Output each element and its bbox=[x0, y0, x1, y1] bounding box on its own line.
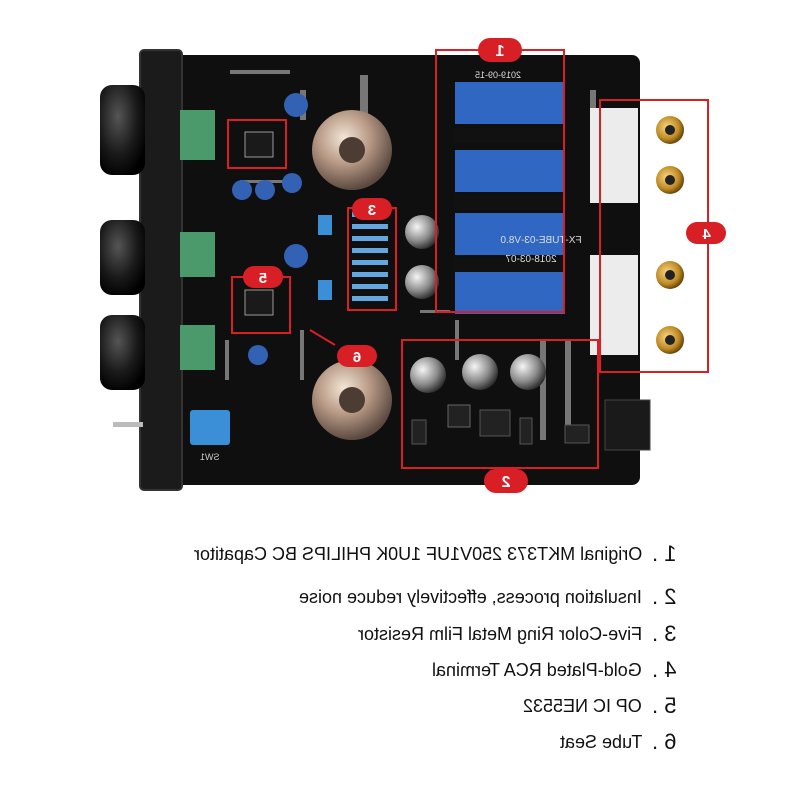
small-cap bbox=[255, 180, 275, 200]
callout-badge-4: 4 bbox=[686, 222, 726, 244]
legend-item-4: Gold-Plated RCA Terminal 4 . bbox=[432, 655, 700, 685]
psu-cap bbox=[462, 354, 498, 390]
film-capacitor bbox=[455, 82, 565, 314]
svg-text:6: 6 bbox=[353, 349, 361, 366]
svg-text:1: 1 bbox=[496, 43, 505, 60]
feature-legend: Original MKT373 250V1UF 1U0K PHILIPS BC … bbox=[0, 535, 800, 795]
callout-badge-5: 5 bbox=[243, 266, 283, 288]
legend-number: 1 . bbox=[652, 541, 677, 566]
op-ic-chip bbox=[244, 289, 274, 316]
legend-text: OP IC NE5532 bbox=[523, 695, 642, 716]
switch-label: SW1 bbox=[200, 452, 220, 462]
psu-cap bbox=[410, 357, 446, 393]
small-cap bbox=[232, 180, 252, 200]
inductor bbox=[447, 404, 471, 428]
smd-parts bbox=[411, 409, 590, 445]
small-cap bbox=[284, 244, 308, 268]
product-photo: SW1 bbox=[100, 38, 726, 493]
small-cap bbox=[284, 93, 308, 117]
legend-item-1: Original MKT373 250V1UF 1U0K PHILIPS BC … bbox=[194, 539, 700, 569]
legend-item-6: Tube Seat 6 . bbox=[560, 727, 700, 757]
svg-text:4: 4 bbox=[702, 226, 711, 243]
pot-2 bbox=[180, 232, 215, 277]
legend-text: Insulation process, effectively reduce n… bbox=[299, 586, 642, 607]
green-cap bbox=[405, 265, 439, 299]
callout-badge-3: 3 bbox=[352, 198, 392, 220]
legend-text: Five-Color Ring Metal Film Resistor bbox=[357, 623, 642, 644]
legend-text: Original MKT373 250V1UF 1U0K PHILIPS BC … bbox=[193, 543, 642, 564]
op-ic-chip bbox=[244, 131, 274, 158]
svg-text:5: 5 bbox=[259, 270, 267, 287]
dc-jack bbox=[604, 399, 651, 451]
legend-item-2: Insulation process, effectively reduce n… bbox=[299, 582, 700, 612]
pot-3 bbox=[180, 325, 215, 370]
bass-knob bbox=[100, 220, 145, 295]
small-blue-cap bbox=[318, 280, 332, 300]
treble-knob bbox=[100, 315, 145, 390]
legend-item-5: OP IC NE5532 5 . bbox=[523, 691, 700, 721]
legend-text: Gold-Plated RCA Terminal bbox=[432, 659, 642, 680]
vacuum-tube-1 bbox=[312, 110, 392, 190]
toggle-switch-lever bbox=[113, 422, 143, 427]
legend-number: 5 . bbox=[652, 693, 677, 718]
legend-text: Tube Seat bbox=[559, 731, 642, 752]
front-panel bbox=[139, 49, 183, 491]
callout-badge-6: 6 bbox=[337, 345, 377, 367]
svg-text:3: 3 bbox=[368, 202, 376, 219]
callout-badge-1: 1 bbox=[478, 38, 522, 62]
small-cap bbox=[282, 173, 302, 193]
volume-knob bbox=[100, 85, 145, 175]
green-cap bbox=[405, 215, 439, 249]
legend-number: 6 . bbox=[652, 729, 677, 754]
board-date-mid: 2018-03-07 bbox=[505, 254, 557, 265]
legend-number: 4 . bbox=[652, 657, 677, 682]
legend-number: 2 . bbox=[652, 584, 677, 609]
psu-cap bbox=[510, 354, 546, 390]
board-model: FX-TUBE-03-V8.0 bbox=[500, 235, 582, 246]
small-blue-cap bbox=[318, 215, 332, 235]
callout-badge-2: 2 bbox=[484, 469, 528, 493]
pot-1 bbox=[180, 110, 215, 160]
toggle-switch bbox=[190, 410, 230, 445]
rca-jack-bank bbox=[590, 108, 684, 355]
callout-leader bbox=[309, 329, 336, 346]
vacuum-tube-2 bbox=[312, 360, 392, 440]
svg-text:2: 2 bbox=[502, 474, 511, 491]
board-date-top: 2019-09-15 bbox=[475, 70, 521, 80]
legend-number: 3 . bbox=[652, 621, 677, 646]
small-cap bbox=[248, 345, 268, 365]
legend-item-3: Five-Color Ring Metal Film Resistor 3 . bbox=[358, 619, 700, 649]
